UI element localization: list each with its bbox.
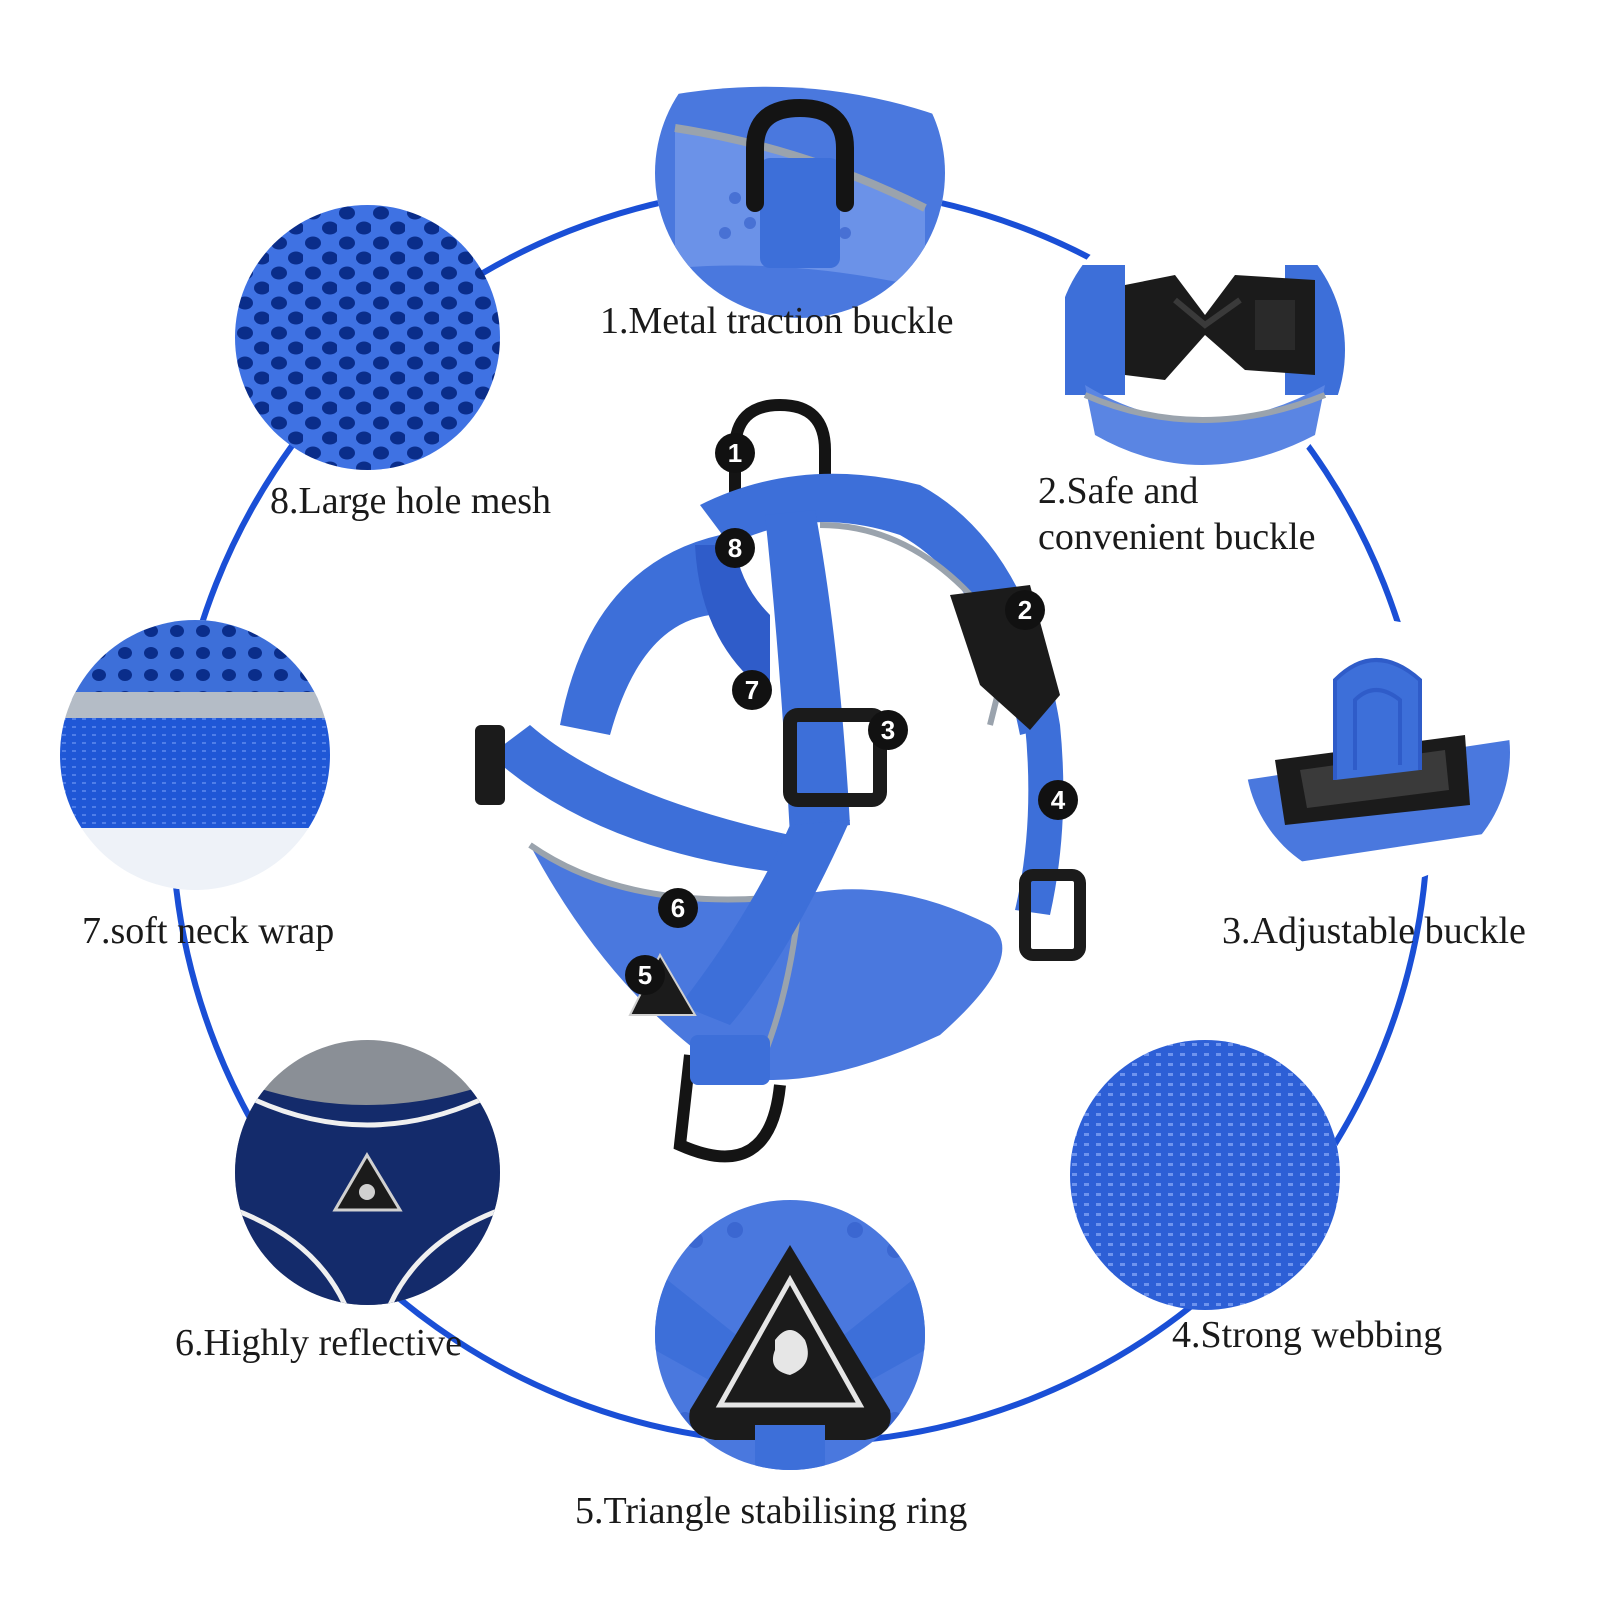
neck-wrap-icon: [60, 620, 330, 890]
label-safe-line-2: convenient buckle: [1038, 516, 1316, 558]
detail-soft-neck-wrap: [60, 620, 330, 890]
label-metal-traction-buckle: 1.Metal traction buckle: [600, 300, 954, 342]
label-soft-neck-wrap: 7.soft neck wrap: [82, 910, 335, 952]
label-strong-webbing: 4.Strong webbing: [1172, 1314, 1443, 1356]
dog-harness-icon: [475, 398, 1086, 1163]
label-adjustable-buckle: 3.Adjustable buckle: [1222, 910, 1526, 952]
marker-1: 1: [715, 433, 755, 473]
detail-highly-reflective: [235, 1040, 500, 1305]
marker-8: 8: [715, 528, 755, 568]
label-safe-convenient-buckle: 2.Safe and convenient buckle: [1038, 468, 1358, 560]
label-safe-line-1: 2.Safe and: [1038, 470, 1199, 512]
harness-product: 1 2 3 4 5 6 7 8: [470, 395, 1130, 1195]
detail-adjustable-buckle: [1245, 620, 1510, 885]
detail-metal-traction-buckle: [655, 28, 945, 318]
marker-6: 6: [658, 888, 698, 928]
detail-side-release-buckle: [1055, 205, 1345, 495]
side-release-buckle-icon: [1055, 205, 1345, 495]
label-large-hole-mesh: 8.Large hole mesh: [270, 480, 552, 522]
label-highly-reflective: 6.Highly reflective: [175, 1322, 463, 1364]
reflective-strip-icon: [235, 1040, 500, 1305]
mesh-texture-icon: [235, 205, 500, 470]
marker-5: 5: [625, 955, 665, 995]
marker-3: 3: [868, 710, 908, 750]
triangle-ring-icon: [655, 1200, 925, 1470]
slider-buckle-icon: [1245, 620, 1510, 885]
detail-large-hole-mesh: [235, 205, 500, 470]
webbing-texture-icon: [1070, 1040, 1340, 1310]
marker-7: 7: [732, 670, 772, 710]
marker-2: 2: [1005, 590, 1045, 630]
detail-strong-webbing: [1070, 1040, 1340, 1310]
detail-triangle-ring: [655, 1200, 925, 1470]
label-triangle-ring: 5.Triangle stabilising ring: [575, 1490, 968, 1532]
marker-4: 4: [1038, 780, 1078, 820]
metal-d-ring-icon: [655, 28, 945, 318]
